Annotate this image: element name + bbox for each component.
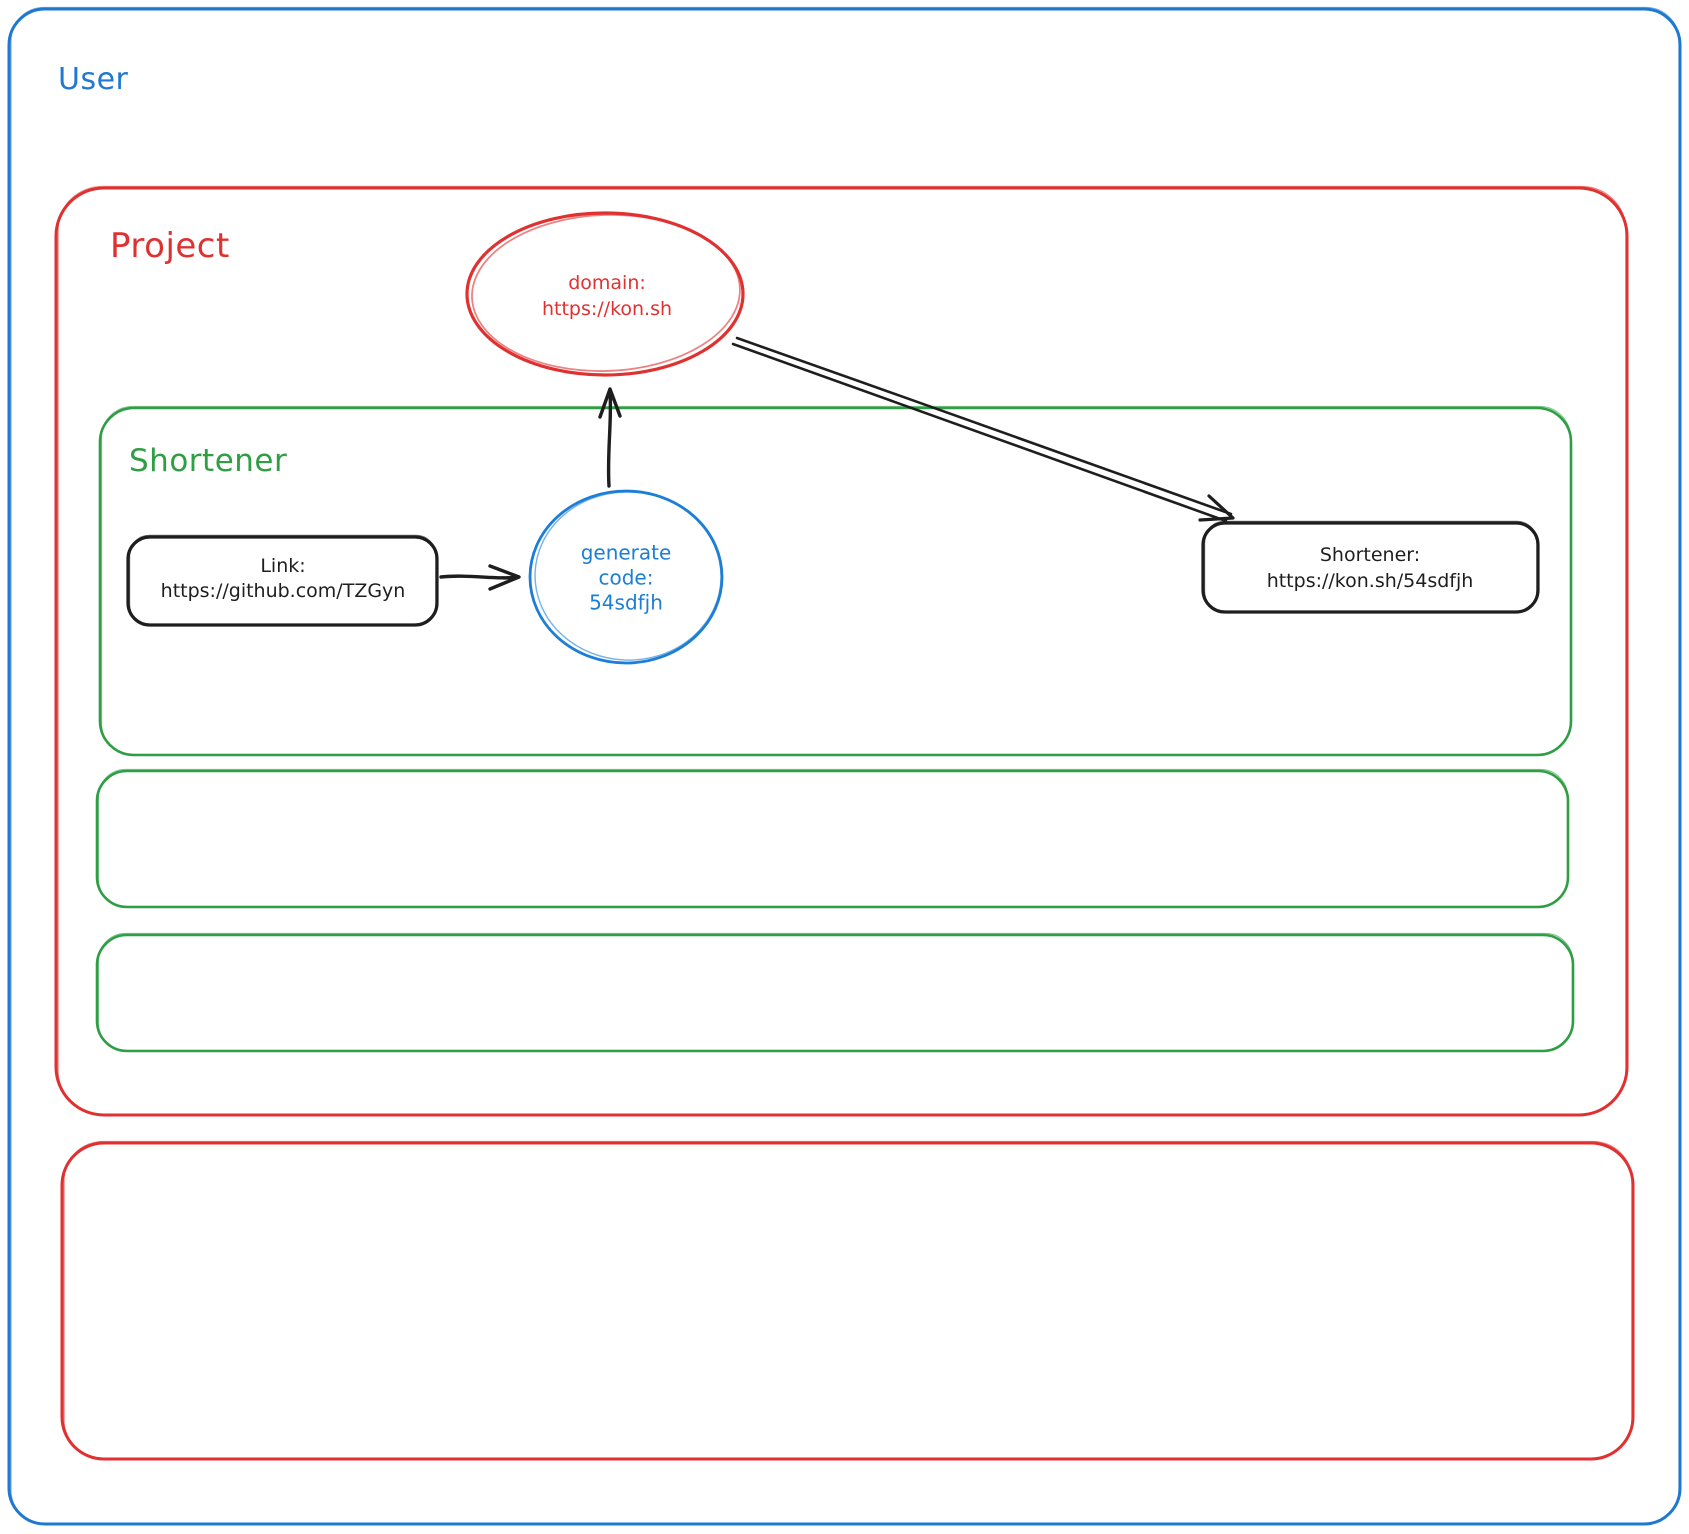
generate-code-line1: generate xyxy=(580,540,672,565)
project-group-label: Project xyxy=(110,226,230,266)
generate-code-line2: code: xyxy=(598,565,654,590)
user-container-box xyxy=(7,6,1682,1526)
shortener-result-node-text: Shortener: https://kon.sh/54sdfjh xyxy=(1267,542,1474,594)
generate-code-circle xyxy=(528,489,724,665)
link-node-text: Link: https://github.com/TZGyn xyxy=(161,554,406,604)
project-container-box xyxy=(54,185,1629,1117)
link-node-line2: https://github.com/TZGyn xyxy=(160,580,406,602)
domain-node-line2: https://kon.sh xyxy=(541,298,673,320)
shortener-group-label: Shortener xyxy=(129,443,288,479)
arrow-domain-to-result xyxy=(731,336,1235,523)
arrow-generate-to-domain xyxy=(598,387,622,488)
empty-red-box xyxy=(60,1140,1635,1461)
empty-green-box-1 xyxy=(95,768,1570,909)
shortener-result-line2: https://kon.sh/54sdfjh xyxy=(1266,570,1474,592)
generate-code-line3: 54sdfjh xyxy=(589,590,663,615)
domain-ellipse xyxy=(465,211,745,377)
link-node-line1: Link: xyxy=(260,555,306,577)
arrow-link-to-generate xyxy=(439,564,521,591)
shortener-result-box xyxy=(1201,520,1540,614)
link-box xyxy=(126,534,439,627)
user-group-label: User xyxy=(58,62,129,97)
shortener-result-line1: Shortener: xyxy=(1319,544,1421,566)
domain-node-text: domain: https://kon.sh xyxy=(542,270,672,322)
empty-green-box-2 xyxy=(95,932,1575,1053)
generate-code-node-text: generate code: 54sdfjh xyxy=(581,541,672,616)
shortener-container-box xyxy=(98,405,1573,757)
domain-node-line1: domain: xyxy=(568,272,646,294)
